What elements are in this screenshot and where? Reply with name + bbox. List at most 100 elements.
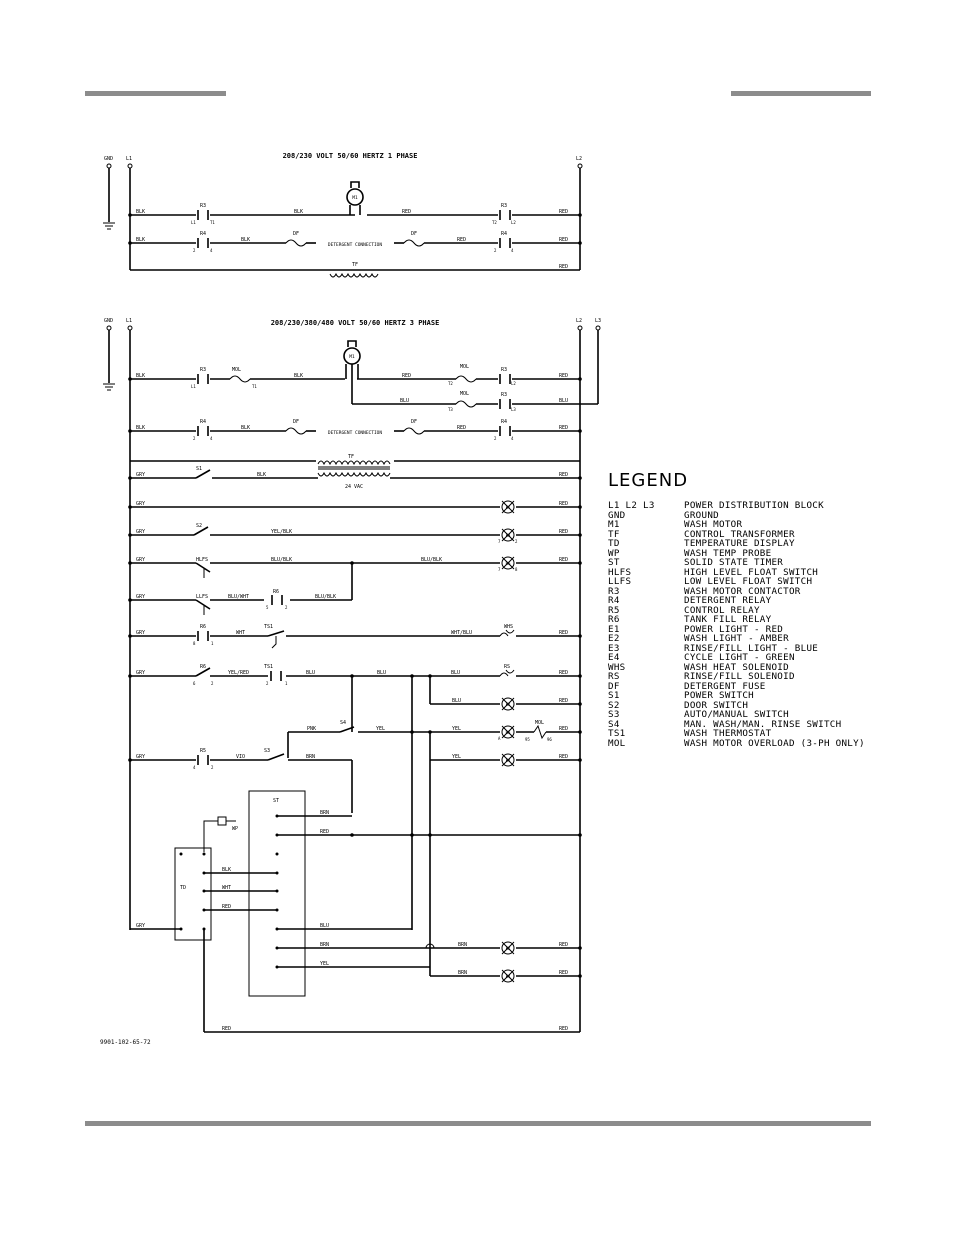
legend-description: TEMPERATURE DISPLAY [684,538,795,549]
pin-label: 8 [193,641,196,646]
legend-code: HLFS [608,566,632,578]
pin-label: 95 [525,737,530,742]
component-label: R3 [501,392,507,398]
wire-label: BLU [559,398,568,404]
light-e4 [501,969,515,983]
wire-label: GRY [136,923,145,929]
wire-label: BLU/BLK [421,557,442,563]
component-label: E4 [506,758,511,763]
component-label: M1 [352,195,358,201]
wire-label: GRY [136,670,145,676]
contact-r3 [499,399,511,409]
light-e2 [501,697,515,711]
component-label: MOL [460,364,469,370]
component-label: R5 [200,748,206,754]
wash-temp-probe [203,816,236,852]
legend-description: DETERGENT FUSE [684,680,766,692]
wire-label: GRY [136,594,145,600]
legend-description: CYCLE LIGHT - GREEN [684,652,795,663]
wire-label: YEL [376,726,385,732]
pin-label: L2 [511,381,516,386]
wire-label: GRY [136,557,145,563]
legend-description: RINSE/FILL LIGHT - BLUE [684,642,819,654]
terminal-l1 [127,325,133,331]
pin-label: 4 [511,248,514,253]
pin-label: 5 [266,605,269,610]
pin-label: 2 [193,248,196,253]
pin-label: T2 [448,381,453,386]
contact-r4 [197,426,209,436]
component-label: MOL [232,367,241,373]
wire-label: BLU/WHT [228,594,249,600]
wire-label: RED [559,1026,568,1032]
component-label: MOL [460,391,469,397]
legend-description: WASH THERMOSTAT [684,728,772,739]
component-label: R4 [200,231,206,237]
contact-r6 [197,631,209,641]
wire-label: BLU [320,923,329,929]
terminal-l3-label: L3 [595,318,601,324]
wire-label: WHT [222,885,231,891]
wire-label: RED [559,373,568,379]
terminal-l2-label: L2 [576,156,582,162]
wire-label: BLK [294,373,303,379]
transformer-tf [317,460,391,466]
contact-r3 [499,210,511,220]
legend-title: LEGEND [608,470,689,491]
legend-description: TANK FILL RELAY [684,614,772,625]
single-phase-title: 208/230 VOLT 50/60 HERTZ 1 PHASE [283,152,418,160]
pin-label: T2 [492,220,497,225]
component-label: HLFS [196,557,208,563]
contact-ts1 [270,671,282,681]
wire-label: BLU [452,698,461,704]
wire-label: RED [402,209,411,215]
legend-description: DETERGENT RELAY [684,595,772,606]
wire-label: GRY [136,754,145,760]
legend-code: S4 [608,718,620,730]
wire-label: YEL [452,726,461,732]
legend-description: WASH TEMP PROBE [684,547,772,559]
detergent-connection-label: DETERGENT CONNECTION [328,242,382,248]
pin-label: 1 [285,681,288,686]
terminal-gnd-label: GND [104,318,113,324]
component-label: E2 [506,702,511,707]
legend-code: L1 L2 L3 [608,500,655,511]
component-label: S2 [196,523,202,529]
legend-code: DF [608,680,620,692]
wire-label: RED [222,904,231,910]
motor-m1 [346,188,364,206]
component-label: RS [504,664,510,670]
wire-label: BLU/BLK [271,557,292,563]
component-label: S3 [264,748,270,754]
legend-code: M1 [608,519,620,530]
wire-label: RED [559,472,568,478]
terminal-l1-label: L1 [126,156,132,162]
terminal-l2 [577,325,583,331]
pin-label: 2 [211,681,214,686]
legend-description: CONTROL RELAY [684,604,760,616]
component-label: R3 [501,367,507,373]
contact-r3 [197,374,209,384]
wire-label: GRY [136,472,145,478]
wire-label: VIO [236,754,245,760]
terminal-gnd [106,325,112,331]
component-label: DF [293,419,299,425]
legend-code: E3 [608,642,620,654]
legend-description: WASH MOTOR OVERLOAD (3-PH ONLY) [684,737,865,749]
wire-label: WHT [236,630,245,636]
component-label: LLFS [196,594,208,600]
wire-label: RED [320,829,329,835]
terminal-l2-label: L2 [576,318,582,324]
component-label: MOL [535,720,544,726]
terminal-l1-label: L1 [126,318,132,324]
wire-label: RED [222,1026,231,1032]
